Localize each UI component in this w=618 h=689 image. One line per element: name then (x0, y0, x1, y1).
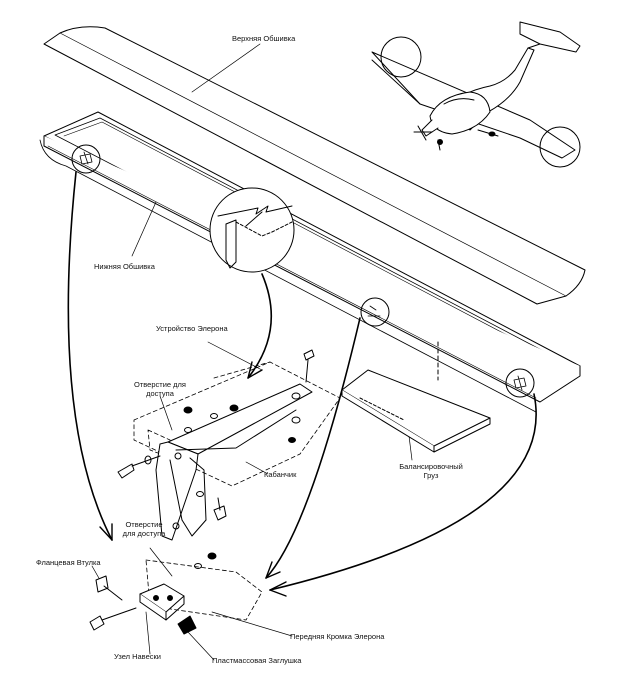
label-aileron-assembly: Устройство Элерона (156, 324, 228, 333)
label-balance-weight-line1: Балансировочный (399, 462, 463, 471)
hinge-block-assembly (89, 552, 263, 635)
bracket-detail-magnifier (209, 187, 295, 273)
label-access-hole-2-line2: для доступа (122, 529, 166, 538)
label-balance-weight-line2: Груз (423, 471, 439, 480)
label-lower-skin: Нижняя Обшивка (94, 262, 155, 271)
label-hinge-assembly: Узел Навески (114, 652, 161, 661)
label-horn: Кабанчик (264, 470, 297, 479)
label-access-hole-1: Отверстие для доступа (118, 380, 202, 398)
lower-skin-panel (39, 111, 581, 413)
detail-circle-tip (505, 368, 535, 398)
label-access-hole-1-line1: Отверстие для (134, 380, 186, 389)
label-upper-skin: Верхняя Обшивка (232, 34, 296, 43)
label-access-hole-2-line1: Отверстие (125, 520, 163, 529)
label-plastic-plug: Пластмассовая Заглушка (212, 656, 302, 665)
label-aileron-leading-edge: Передняя Кромка Элерона (290, 632, 385, 641)
detail-circle-mid (360, 297, 390, 327)
fasteners (117, 349, 315, 521)
label-flanged-bushing: Фланцевая Втулка (36, 558, 101, 567)
callout-arrows (67, 171, 537, 597)
label-balance-weight: Балансировочный Груз (388, 462, 474, 480)
aircraft-sketch (371, 21, 581, 168)
upper-skin-panel (43, 26, 586, 305)
balance-weight (341, 341, 491, 453)
detail-circle-root (71, 144, 101, 174)
label-access-hole-1-line2: доступа (146, 389, 174, 398)
horn-bracket (155, 383, 313, 541)
label-access-hole-2: Отверстие для доступа (112, 520, 176, 538)
